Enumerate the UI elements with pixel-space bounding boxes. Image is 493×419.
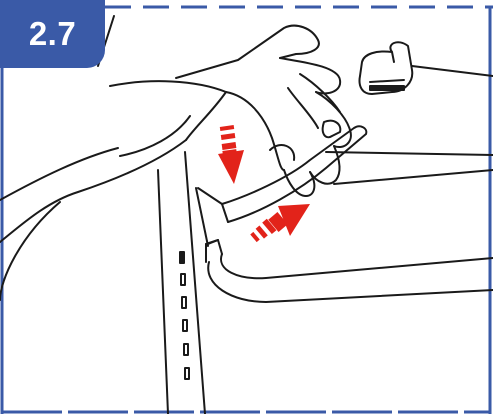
harness-slots <box>180 252 189 379</box>
push-down-arrow-icon <box>218 125 244 184</box>
seat-frame <box>158 152 208 414</box>
buckle-icon <box>360 42 493 94</box>
seat-rail <box>206 152 493 302</box>
step-number-badge: 2.7 <box>0 0 105 68</box>
